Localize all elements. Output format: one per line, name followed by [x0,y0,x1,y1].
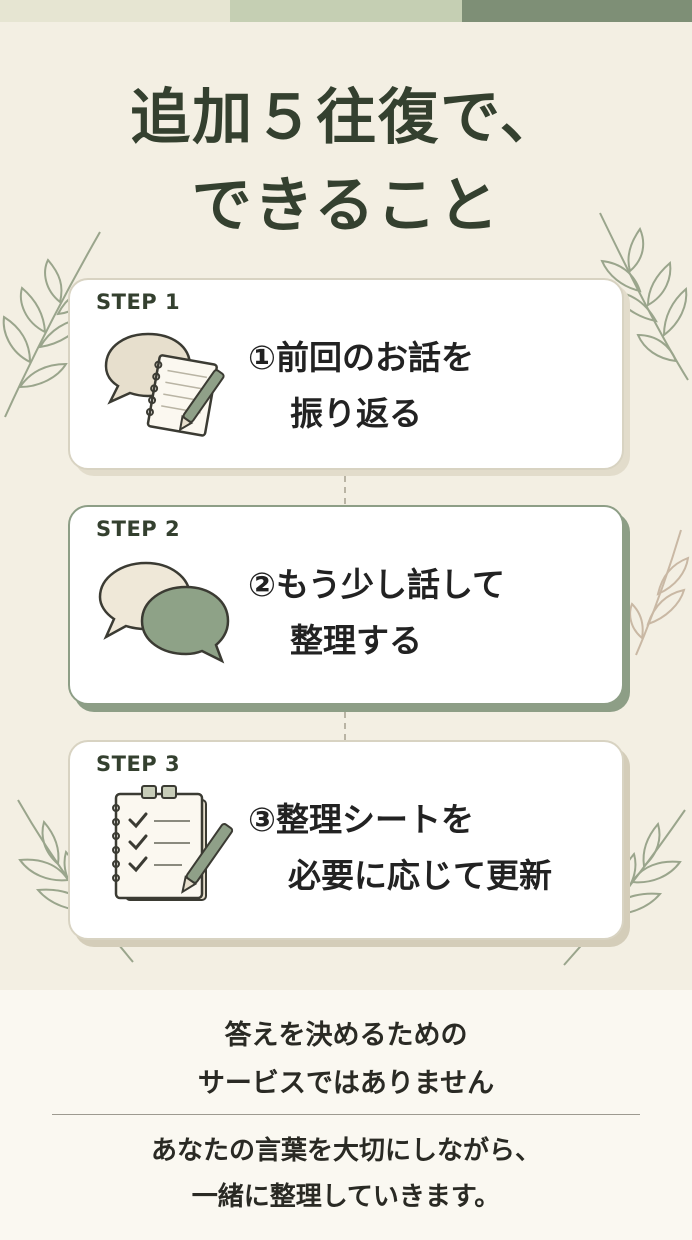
step-text: ③整理シートを 必要に応じて更新 [248,792,552,904]
step-text-line-1: ②もう少し話して [248,565,505,604]
step-text-line-2: 必要に応じて更新 [288,856,552,895]
step-label: STEP 3 [96,752,181,776]
speech-bubble-notepad-pen-icon [104,332,225,437]
step-text-line-1: ③整理シートを [248,800,474,839]
note-line-1: 答えを決めるための [224,1020,468,1051]
closing-message: あなたの言葉を大切にしながら、 一緒に整理していきます。 [0,1128,692,1220]
message-line-1: あなたの言葉を大切にしながら、 [150,1136,541,1166]
two-speech-bubbles-icon [98,561,230,664]
leaf-branch-right-top-icon [599,212,689,381]
top-bar-segment-2 [230,0,462,22]
step-text-line-1: ①前回のお話を [248,338,474,377]
step-text-line-2: 振り返る [290,394,422,433]
step-text: ②もう少し話して 整理する [248,557,505,669]
top-bar-segment-1 [0,0,230,22]
title-line-1: 追加５往復で、 [130,83,562,153]
top-color-bar [0,0,692,22]
step-card-1: STEP 1 ①前回のお話を 振り返る [68,278,624,470]
checklist-clipboard-pen-icon [112,785,234,901]
leaf-branch-right-middle-icon [629,529,690,656]
note-line-2: サービスではありません [197,1068,495,1099]
dashed-connector-2 [344,712,346,740]
step-label: STEP 1 [96,290,181,314]
top-bar-segment-3 [462,0,692,22]
disclaimer-note: 答えを決めるための サービスではありません [0,1012,692,1108]
title-line-2: できること [191,171,501,241]
step-text: ①前回のお話を 振り返る [248,330,474,442]
step-card-2: STEP 2 ②もう少し話して 整理する [68,505,624,705]
page-title: 追加５往復で、 できること [0,74,692,250]
message-line-2: 一緒に整理していきます。 [191,1182,501,1212]
divider-line [52,1114,640,1115]
dashed-connector-1 [344,476,346,504]
bottom-panel [0,990,692,1240]
step-text-line-2: 整理する [290,621,422,660]
step-label: STEP 2 [96,517,181,541]
step-card-3: STEP 3 ③整理シートを 必要に応じて更新 [68,740,624,940]
